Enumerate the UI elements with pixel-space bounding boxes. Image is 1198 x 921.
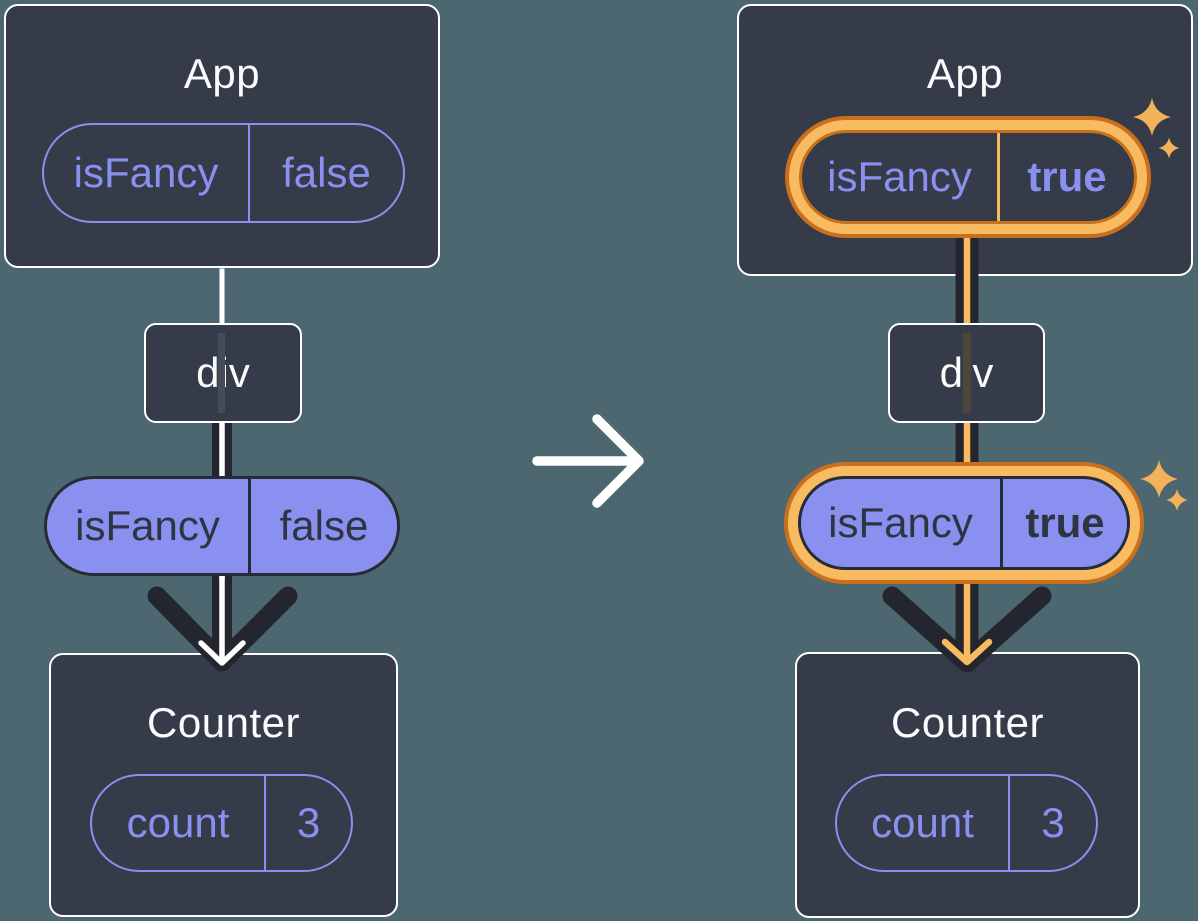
pill-key: isFancy — [73, 149, 219, 196]
flow-line-behind-div-right — [963, 333, 971, 413]
counter-title-left: Counter — [147, 699, 300, 746]
passed-prop-pill-left: isFancy false — [44, 476, 400, 576]
pill-value: 3 — [1008, 776, 1096, 870]
sparkle-icon — [1140, 460, 1178, 498]
pill-value: false — [248, 479, 397, 573]
pill-key: isFancy — [827, 153, 972, 200]
app-prop-pill-right: isFancy true — [799, 130, 1137, 224]
flow-line-behind-div-left — [218, 333, 225, 413]
prop-flow-arrow-left — [147, 268, 298, 672]
sparkle-icon — [1166, 489, 1188, 511]
pill-key: count — [871, 799, 974, 846]
pill-key: isFancy — [828, 499, 973, 546]
pill-value: true — [1000, 479, 1127, 567]
app-title-right: App — [926, 50, 1004, 97]
pill-key: count — [126, 799, 230, 846]
passed-prop-pill-right: isFancy true — [798, 476, 1130, 570]
transition-arrow-icon — [532, 414, 644, 508]
pill-value: false — [248, 125, 403, 221]
highlight-ring-app: isFancy true — [785, 116, 1151, 238]
pill-value: true — [997, 133, 1134, 221]
counter-title-right: Counter — [891, 699, 1044, 746]
counter-state-pill-left: count 3 — [90, 774, 353, 872]
highlight-ring-passed-prop: isFancy true — [784, 462, 1144, 584]
counter-state-pill-right: count 3 — [835, 774, 1098, 872]
app-prop-pill-left: isFancy false — [42, 123, 405, 223]
pill-key: isFancy — [75, 502, 220, 549]
pill-value: 3 — [264, 776, 351, 870]
flow-line-dark — [955, 236, 979, 652]
app-title-left: App — [183, 50, 261, 97]
prop-flow-arrow-right — [882, 236, 1052, 673]
